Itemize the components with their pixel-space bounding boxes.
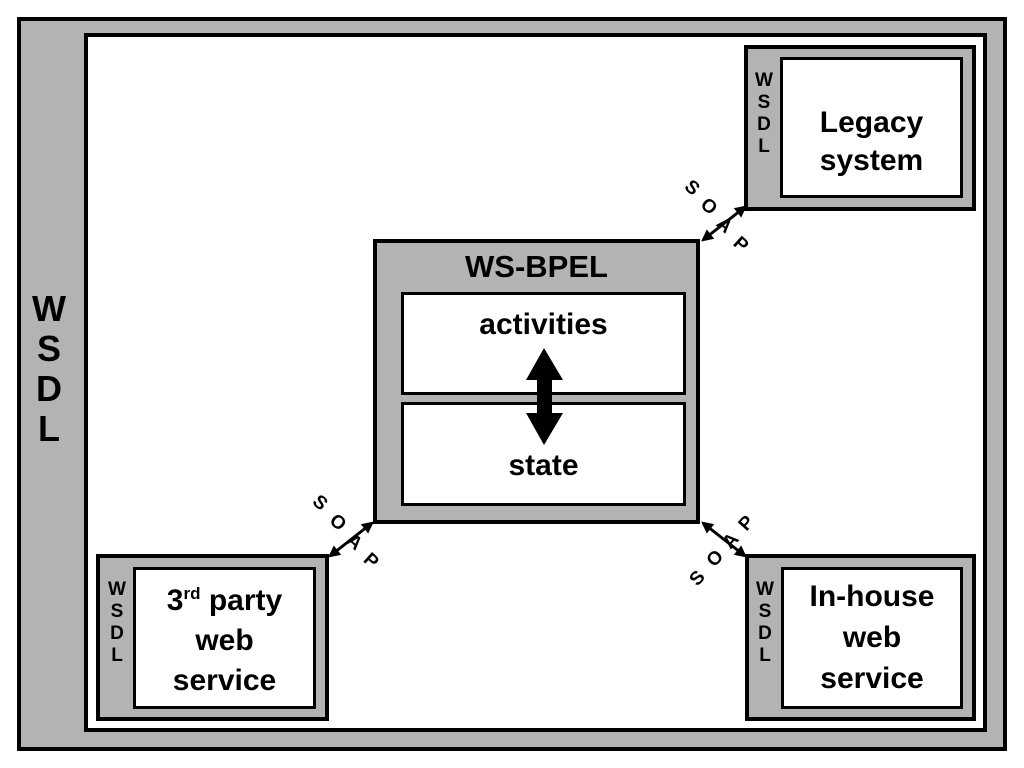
third-party-line1: 3rd party [133,581,316,621]
activities-state-double-arrow [526,348,563,445]
third-party-line1-rest: party [200,584,283,617]
soap-letter: P [729,233,753,257]
inhouse-wsdl-label: W S D L [751,579,779,667]
soap-letter: S [680,176,703,200]
inhouse-line: service [820,662,924,695]
wsdl-letter: D [36,368,62,409]
legacy-line: system [819,144,924,177]
legacy-system-inner [780,57,963,198]
wsdl-letter: S [757,92,771,113]
wsdl-letter: W [755,70,773,91]
inhouse-line: web [842,621,902,654]
legacy-system-label: Legacy system [780,104,963,180]
soap-letter: P [735,512,759,536]
activities-label: activities [479,308,608,341]
wsdl-letter: W [108,579,126,600]
wsdl-letter: W [756,579,774,600]
soap-letter: S [686,567,710,590]
legacy-wsdl-label: W S D L [750,70,778,158]
soap-letter: O [703,546,728,571]
wsdl-letter: D [757,114,771,135]
soap-label-bottom-right: S O A P [686,512,759,591]
third-party-service-inner [133,567,316,709]
soap-arrow-bottom-left [328,521,374,558]
inhouse-service-label: In-house web service [781,576,963,699]
soap-letter: O [696,194,721,219]
soap-label-bottom-left: S O A P [308,491,383,573]
soap-letter: S [308,491,331,515]
third-party-line: service [172,664,277,697]
third-party-wsdl-label: W S D L [103,579,131,667]
wsdl-letter: S [758,601,772,622]
wsdl-letter: L [759,645,771,666]
ordinal-number: 3 [166,584,184,617]
soap-letter: P [359,549,383,573]
state-label: state [508,449,579,482]
wsdl-letter: D [758,623,772,644]
wsdl-letter: S [36,328,61,369]
soap-label-top-right: S O A P [680,176,752,257]
soap-letter: A [719,529,744,553]
wsdl-letter: L [758,136,770,157]
wsdl-frame-label: W S D L [24,289,74,449]
legacy-line: Legacy [819,106,924,139]
soap-arrow-bottom-right [701,521,747,558]
inhouse-line: In-house [809,580,935,613]
soap-arrow-top-right [701,205,747,242]
ws-bpel-title: WS-BPEL [465,249,608,284]
wsdl-letter: L [111,645,123,666]
wsdl-letter: S [110,601,124,622]
soap-letter: O [325,510,350,535]
wsdl-letter: L [38,408,60,449]
third-party-service-label: 3rd party web service [133,581,316,701]
wsdl-letter: W [32,288,66,329]
third-party-line: web [195,624,254,657]
wsdl-letter: D [110,623,124,644]
ordinal-suffix: rd [183,584,201,603]
soap-letter: A [342,530,366,555]
inhouse-service-inner [781,567,963,709]
